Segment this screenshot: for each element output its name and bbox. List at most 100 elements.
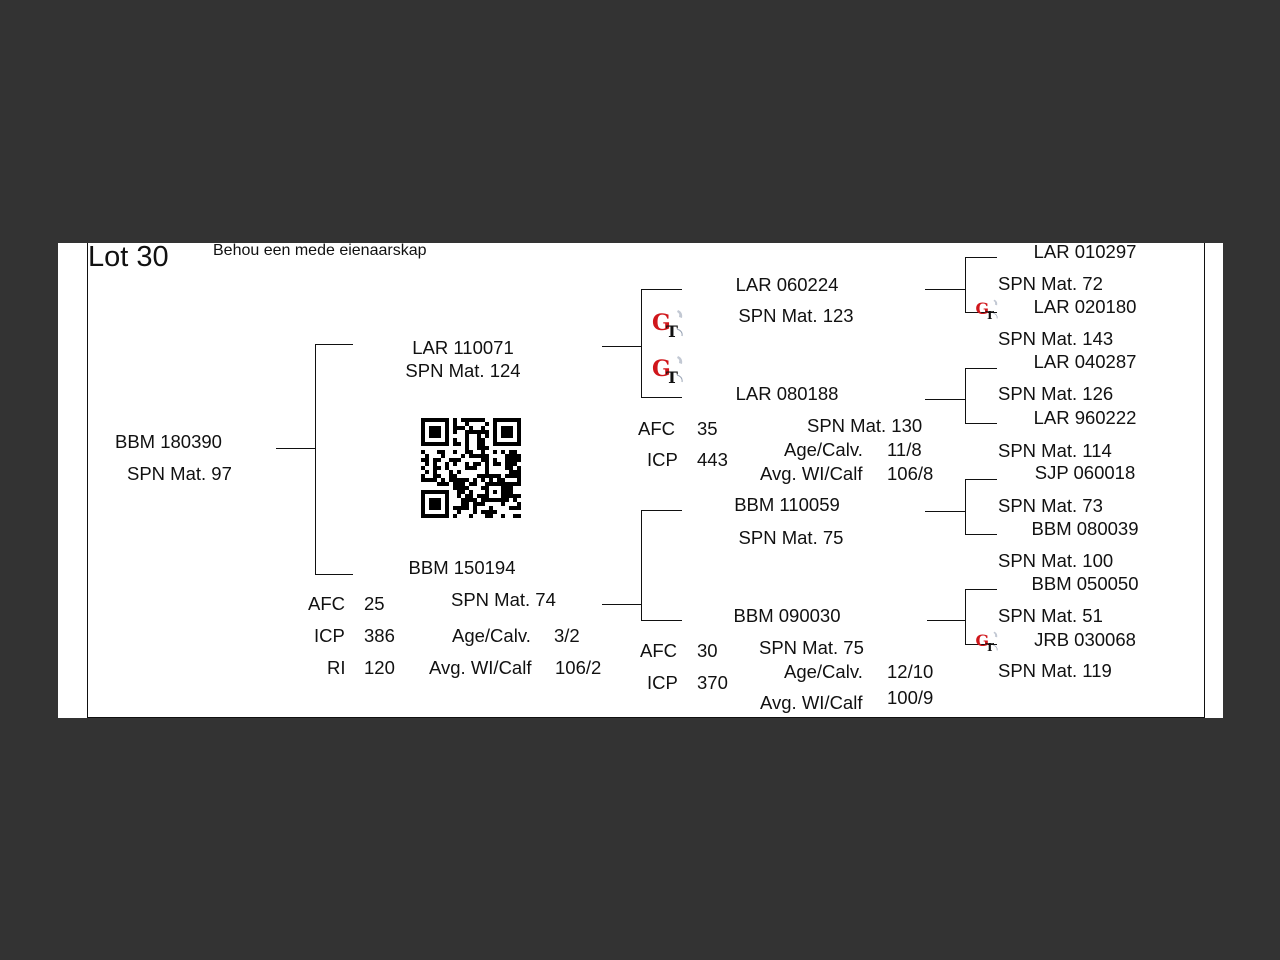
sire-dam-id: LAR 080188 <box>735 383 839 404</box>
gen3-mat: SPN Mat. 72 <box>998 273 1103 294</box>
bracket-line <box>965 257 997 258</box>
sire-id: LAR 110071 <box>412 337 514 358</box>
bracket-line <box>641 510 642 621</box>
bracket-line <box>965 589 966 645</box>
dam-dam-age-label: Age/Calv. <box>784 661 863 682</box>
sire-dam-wi-value: 106/8 <box>887 463 934 484</box>
svg-text:G: G <box>652 310 671 336</box>
bracket-line <box>641 397 682 398</box>
bracket-line <box>965 368 997 369</box>
gen3-mat: SPN Mat. 73 <box>998 495 1103 516</box>
gen3-id: LAR 960222 <box>1033 407 1137 428</box>
sire-mat: SPN Mat. 124 <box>405 360 521 381</box>
sire-dam-icp-label: ICP <box>647 449 678 470</box>
sire-dam-icp-value: 443 <box>697 449 728 470</box>
bracket-line <box>965 312 997 313</box>
bracket-line <box>925 289 966 290</box>
bracket-line <box>641 510 682 511</box>
sire-dam-mat: SPN Mat. 130 <box>807 415 923 436</box>
dam-dam-wi-label: Avg. WI/Calf <box>760 692 863 713</box>
qr-code <box>421 418 521 518</box>
bracket-line <box>602 604 642 605</box>
bracket-line <box>965 479 966 535</box>
pedigree-document: Lot 30 Behou een mede eienaarskap BBM 18… <box>58 243 1223 718</box>
dam-age-label: Age/Calv. <box>452 625 531 646</box>
bracket-line <box>276 448 316 449</box>
dam-dam-wi-value: 100/9 <box>887 687 934 708</box>
bottom-border-line <box>87 717 1205 718</box>
bracket-line <box>602 346 642 347</box>
dam-id: BBM 150194 <box>408 557 516 578</box>
bracket-line <box>965 368 966 424</box>
gen3-id: LAR 040287 <box>1033 351 1137 372</box>
gen3-mat: SPN Mat. 100 <box>998 550 1114 571</box>
sire-dam-afc-label: AFC <box>638 418 675 439</box>
dam-mat: SPN Mat. 74 <box>451 589 556 610</box>
svg-text:G: G <box>652 356 671 382</box>
gen3-id: JRB 030068 <box>1034 629 1136 650</box>
dam-dam-afc-value: 30 <box>697 640 718 661</box>
left-border-line <box>87 243 88 718</box>
gen3-mat: SPN Mat. 51 <box>998 605 1103 626</box>
bracket-line <box>965 423 997 424</box>
bracket-line <box>927 620 966 621</box>
gen3-id: LAR 010297 <box>1033 243 1137 262</box>
bracket-line <box>315 344 353 345</box>
gen3-mat: SPN Mat. 114 <box>998 440 1112 461</box>
bracket-line <box>641 289 642 398</box>
bracket-line <box>965 257 966 313</box>
animal-icp-label: ICP <box>314 625 345 646</box>
dam-wi-value: 106/2 <box>555 657 602 678</box>
gen3-id: SJP 060018 <box>1034 462 1136 483</box>
dam-dam-id: BBM 090030 <box>733 605 841 626</box>
bracket-line <box>965 479 997 480</box>
bracket-line <box>641 289 682 290</box>
dam-dam-icp-label: ICP <box>647 672 678 693</box>
right-border-line <box>1204 243 1205 718</box>
sire-sire-mat: SPN Mat. 123 <box>738 305 854 326</box>
gen3-id: LAR 020180 <box>1033 296 1137 317</box>
bracket-line <box>641 620 682 621</box>
dam-sire-mat: SPN Mat. 75 <box>738 527 844 548</box>
sire-dam-age-label: Age/Calv. <box>784 439 863 460</box>
dam-dam-afc-label: AFC <box>640 640 677 661</box>
gen3-mat: SPN Mat. 126 <box>998 383 1114 404</box>
bracket-line <box>315 574 353 575</box>
gen3-id: BBM 050050 <box>1031 573 1139 594</box>
animal-mat: SPN Mat. 97 <box>127 463 232 484</box>
sire-sire-id: LAR 060224 <box>735 274 839 295</box>
svg-text:T: T <box>986 308 995 321</box>
dam-age-value: 3/2 <box>554 625 580 646</box>
animal-afc-label: AFC <box>308 593 345 614</box>
svg-text:T: T <box>986 640 995 653</box>
bracket-line <box>965 534 997 535</box>
lot-title: Lot 30 <box>88 243 169 273</box>
animal-icp-value: 386 <box>364 625 395 646</box>
dam-wi-label: Avg. WI/Calf <box>429 657 532 678</box>
dam-dam-icp-value: 370 <box>697 672 728 693</box>
animal-afc-value: 25 <box>364 593 385 614</box>
gen3-id: BBM 080039 <box>1031 518 1139 539</box>
bracket-line <box>965 589 997 590</box>
bracket-line <box>315 344 316 575</box>
bracket-line <box>965 644 997 645</box>
svg-text:T: T <box>666 368 678 385</box>
sire-dam-wi-label: Avg. WI/Calf <box>760 463 863 484</box>
animal-id: BBM 180390 <box>115 431 222 452</box>
bracket-line <box>925 511 966 512</box>
animal-ri-label: RI <box>327 657 346 678</box>
sire-dam-age-value: 11/8 <box>887 439 922 460</box>
sire-dam-afc-value: 35 <box>697 418 718 439</box>
dam-sire-id: BBM 110059 <box>734 494 840 515</box>
svg-text:T: T <box>666 322 678 339</box>
ownership-note: Behou een mede eienaarskap <box>213 243 427 259</box>
gen3-mat: SPN Mat. 143 <box>998 328 1114 349</box>
svg-text:G: G <box>975 631 989 650</box>
dam-dam-age-value: 12/10 <box>887 661 934 682</box>
animal-ri-value: 120 <box>364 657 395 678</box>
gen3-mat: SPN Mat. 119 <box>998 660 1112 681</box>
